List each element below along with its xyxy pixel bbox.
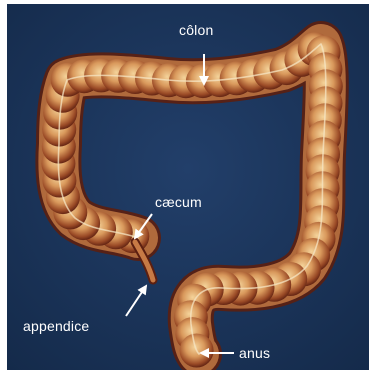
appendix-label: appendice (23, 318, 89, 334)
large-intestine-diagram (7, 4, 369, 370)
caecum-label: cæcum (155, 194, 202, 210)
colon-label: côlon (179, 22, 213, 38)
illustration-frame: côlon cæcum appendice anus (7, 4, 369, 370)
anus-label: anus (239, 345, 270, 361)
